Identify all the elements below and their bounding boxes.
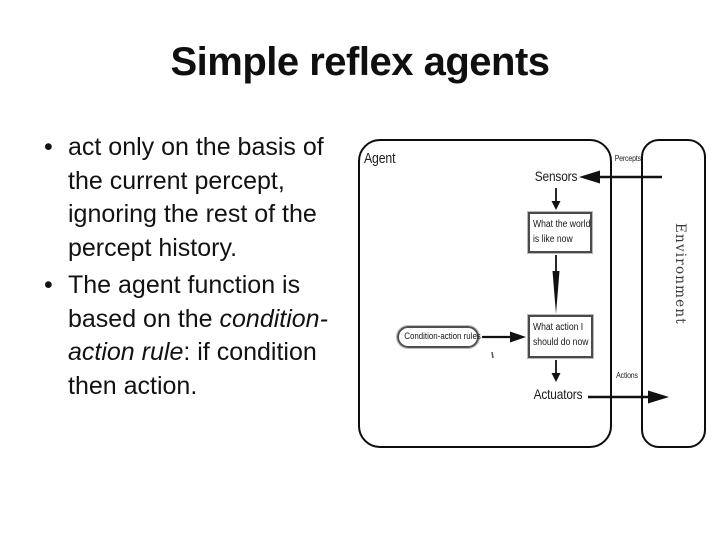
world-state-line2: is like now [533,234,573,245]
bullet-item-1: • act only on the basis of the current p… [38,131,350,265]
condition-action-rules-box: Condition-action rules [396,325,481,349]
bullet-marker: • [44,271,53,299]
agent-box [358,139,612,448]
bullet-1-text: act only on the basis of the current per… [68,133,324,262]
bullet-2-text-start: The agent function is based on the [68,271,301,333]
percepts-label: Percepts [614,153,641,163]
slide-title: Simple reflex agents [170,40,550,84]
world-state-line1: What the world [533,219,591,230]
actions-label: Actions [616,370,638,380]
action-choice-line1: What action I [533,322,584,333]
environment-label: Environment [672,223,688,325]
condition-action-rules-label: Condition-action rules [404,331,481,341]
actuators-label: Actuators [533,386,583,402]
bullet-item-2: • The agent function is based on the con… [38,269,350,403]
agent-label: Agent [364,150,396,167]
sensors-label: Sensors [534,168,578,184]
bullet-list: • act only on the basis of the current p… [38,131,350,403]
bullet-marker: • [44,133,53,161]
bullet-2-text-italic: condition-action rule [68,304,328,367]
bullet-2-text-end: : if condition then action. [68,338,317,400]
action-choice-box: What action I should do now [527,314,594,359]
action-choice-line2: should do now [533,337,589,348]
world-state-box: What the world is like now [527,211,593,254]
